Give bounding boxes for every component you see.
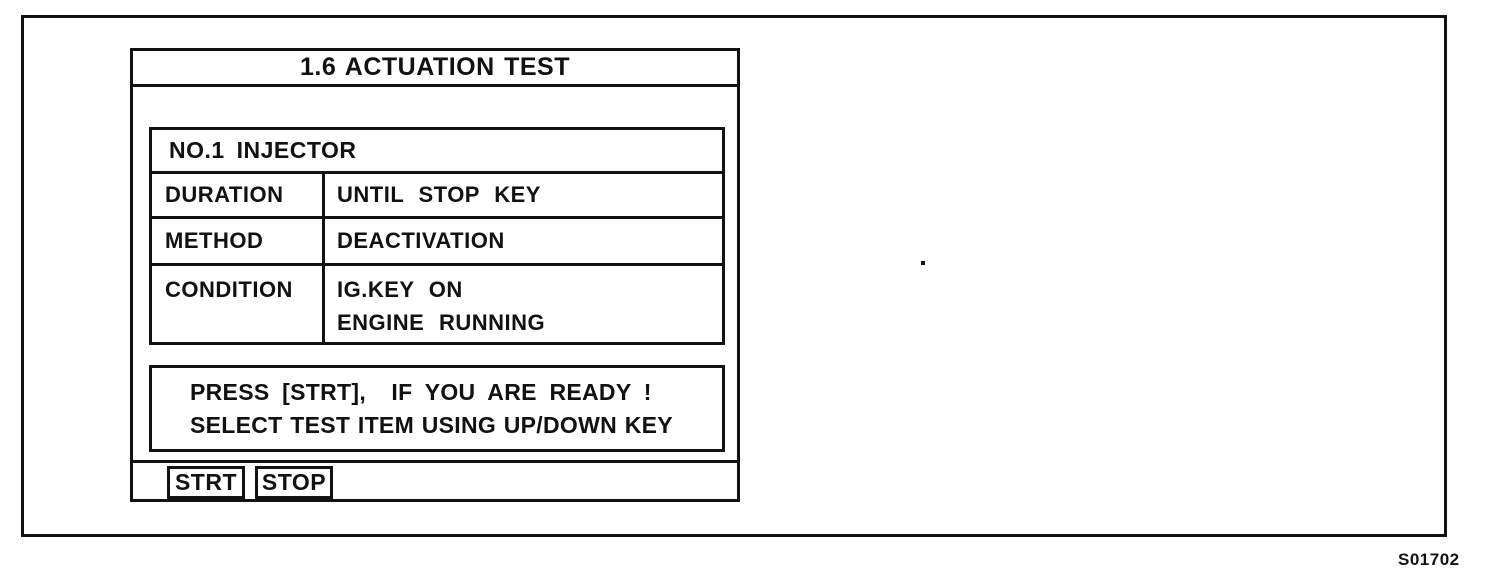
test-item-name: NO.1 INJECTOR bbox=[169, 137, 357, 163]
table-row-duration: DURATION UNTIL STOP KEY bbox=[152, 174, 722, 219]
row-value: UNTIL STOP KEY bbox=[337, 182, 541, 207]
figure-code: S01702 bbox=[1398, 550, 1460, 569]
row-label: METHOD bbox=[152, 219, 325, 263]
condition-line-1: IG.KEY ON bbox=[337, 277, 463, 302]
figure-frame: 1.6 ACTUATION TEST NO.1 INJECTOR DURATIO… bbox=[21, 15, 1447, 537]
row-value: DEACTIVATION bbox=[337, 228, 505, 253]
screen-title-bar: 1.6 ACTUATION TEST bbox=[133, 51, 737, 87]
condition-line-2: ENGINE RUNNING bbox=[337, 310, 546, 335]
table-row-condition: CONDITION IG.KEY ON ENGINE RUNNING bbox=[152, 266, 722, 342]
message-box: PRESS [STRT], IF YOU ARE READY ! SELECT … bbox=[149, 365, 725, 452]
table-row-method: METHOD DEACTIVATION bbox=[152, 219, 722, 266]
softkey-divider bbox=[130, 460, 740, 463]
message-line-2: SELECT TEST ITEM USING UP/DOWN KEY bbox=[190, 411, 673, 438]
scan-tool-screen: 1.6 ACTUATION TEST NO.1 INJECTOR DURATIO… bbox=[130, 48, 740, 502]
screen-title: 1.6 ACTUATION TEST bbox=[300, 53, 570, 81]
row-value: IG.KEY ON ENGINE RUNNING bbox=[325, 266, 722, 342]
test-info-table: NO.1 INJECTOR DURATION UNTIL STOP KEY ME… bbox=[149, 127, 725, 345]
stop-button[interactable]: STOP bbox=[255, 466, 333, 499]
strt-button[interactable]: STRT bbox=[167, 466, 245, 499]
scan-artifact-dot bbox=[921, 261, 925, 265]
row-label: DURATION bbox=[152, 174, 325, 216]
test-item-row: NO.1 INJECTOR bbox=[152, 130, 722, 174]
row-label: CONDITION bbox=[152, 266, 325, 342]
message-line-1: PRESS [STRT], IF YOU ARE READY ! bbox=[190, 378, 652, 405]
